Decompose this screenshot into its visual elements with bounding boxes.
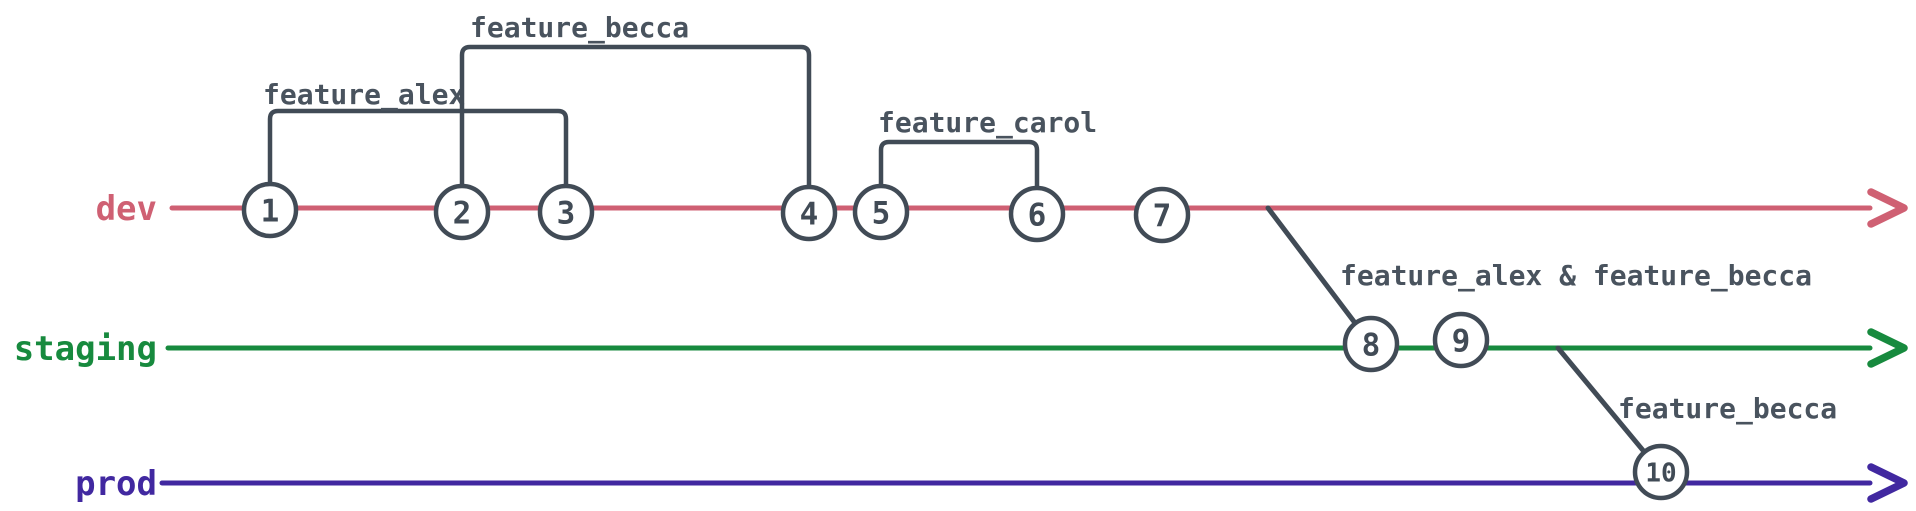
commit-node-10 — [1632, 443, 1690, 501]
commit-number-3: 3 — [557, 196, 576, 232]
commit-node-2 — [433, 183, 491, 241]
merge-line-staging-to-commit-10 — [1555, 345, 1649, 457]
commit-node-9 — [1432, 311, 1490, 369]
branch-label-dev: dev — [96, 189, 157, 229]
feature-bracket-feature_becca — [459, 44, 812, 194]
commit-node-3 — [537, 183, 595, 241]
merge-label: feature_becca — [1618, 392, 1837, 425]
commit-number-7: 7 — [1153, 199, 1172, 235]
commit-node-6 — [1008, 185, 1066, 243]
arrowhead-right-icon-prod — [1867, 463, 1908, 503]
commit-number-4: 4 — [800, 197, 819, 233]
commit-number-6: 6 — [1028, 198, 1047, 234]
arrowhead-right-icon-dev — [1867, 188, 1908, 228]
commit-node-7 — [1133, 186, 1191, 244]
merge-label: feature_alex & feature_becca — [1340, 259, 1812, 292]
feature-bracket-label: feature_carol — [878, 106, 1097, 139]
commit-node-4 — [780, 184, 838, 242]
commit-number-8: 8 — [1362, 328, 1381, 364]
commit-number-2: 2 — [453, 196, 472, 232]
commit-node-1 — [241, 181, 299, 239]
commit-number-5: 5 — [872, 196, 891, 232]
commit-node-5 — [852, 183, 910, 241]
branch-label-staging: staging — [14, 329, 157, 369]
feature-bracket-feature_alex — [267, 108, 569, 193]
feature-bracket-label: feature_alex — [263, 78, 465, 111]
feature-bracket-feature_carol — [878, 139, 1040, 195]
branch-label-prod: prod — [75, 464, 157, 504]
commit-number-9: 9 — [1452, 324, 1471, 360]
commit-node-8 — [1342, 315, 1400, 373]
commit-number-1: 1 — [261, 194, 280, 230]
arrowhead-right-icon-staging — [1867, 328, 1908, 368]
commit-number-10: 10 — [1645, 459, 1676, 489]
feature-bracket-label: feature_becca — [470, 11, 689, 44]
merge-line-dev-to-commit-8 — [1265, 205, 1360, 328]
